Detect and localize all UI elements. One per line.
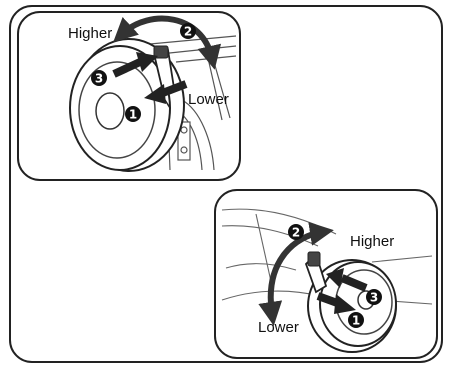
top-step-1-badge: 1 (125, 106, 141, 122)
top-panel: Higher Lower 2 3 1 (18, 12, 240, 180)
svg-text:1: 1 (129, 108, 137, 122)
top-step-3-badge: 3 (91, 70, 107, 86)
top-label-higher: Higher (68, 25, 112, 42)
svg-text:2: 2 (292, 226, 300, 240)
svg-text:2: 2 (184, 25, 192, 39)
bottom-step-3-badge: 3 (366, 289, 382, 305)
bottom-label-higher: Higher (350, 233, 394, 250)
bottom-panel: Higher Lower 2 3 1 (215, 190, 437, 358)
bottom-label-lower: Lower (258, 319, 299, 336)
top-step-2-badge: 2 (180, 23, 196, 39)
bottom-step-2-badge: 2 (288, 224, 304, 240)
svg-text:3: 3 (370, 291, 378, 305)
svg-text:3: 3 (95, 72, 103, 86)
top-label-lower: Lower (188, 91, 229, 108)
bottom-step-1-badge: 1 (348, 312, 364, 328)
svg-text:1: 1 (352, 314, 360, 328)
